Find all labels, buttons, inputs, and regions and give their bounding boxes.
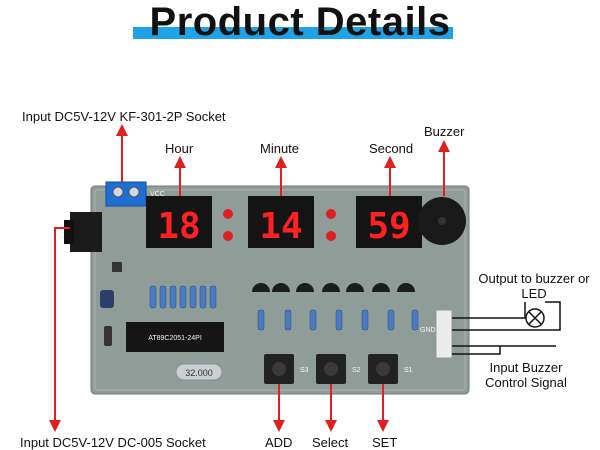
led3 bbox=[326, 209, 336, 219]
transistors bbox=[252, 283, 415, 292]
svg-text:AT89C2051-24PI: AT89C2051-24PI bbox=[148, 335, 202, 342]
kf301-terminal bbox=[105, 181, 147, 207]
label-hour: Hour bbox=[165, 141, 194, 156]
svg-text:GND: GND bbox=[420, 327, 436, 334]
output-connector bbox=[435, 309, 453, 359]
resistors bbox=[149, 285, 419, 331]
svg-text:14: 14 bbox=[259, 206, 302, 247]
label-dc005-socket: Input DC5V-12V DC-005 Socket bbox=[20, 435, 206, 450]
title-underline bbox=[133, 27, 453, 39]
output-wire bbox=[452, 302, 526, 319]
button-s3: S3 bbox=[264, 354, 309, 384]
microcontroller-chip: AT89C2051-24PI bbox=[126, 322, 224, 352]
svg-text:18: 18 bbox=[157, 206, 200, 247]
led4 bbox=[326, 231, 336, 241]
buzzer-component bbox=[418, 197, 466, 245]
label-select: Select bbox=[312, 435, 349, 450]
svg-text:S1: S1 bbox=[404, 367, 413, 374]
label-second: Second bbox=[369, 141, 414, 156]
svg-text:S3: S3 bbox=[300, 367, 309, 374]
dc005-socket bbox=[70, 212, 102, 252]
crystal: 32.000 bbox=[175, 363, 223, 381]
label-buzzer: Buzzer bbox=[424, 124, 465, 139]
label-kf301-socket: Input DC5V-12V KF-301-2P Socket bbox=[22, 109, 226, 124]
hour-display: 18 bbox=[146, 196, 212, 248]
label-output: Output to buzzer or LED bbox=[478, 271, 590, 301]
label-minute: Minute bbox=[260, 141, 300, 156]
page-title: Product Details bbox=[149, 0, 451, 44]
minute-display: 14 bbox=[248, 196, 314, 248]
svg-text:VCC: VCC bbox=[150, 191, 165, 198]
led2 bbox=[223, 231, 233, 241]
label-input-buzzer: Input Buzzer Control Signal bbox=[485, 360, 567, 390]
led1 bbox=[223, 209, 233, 219]
label-set: SET bbox=[372, 435, 398, 450]
capacitor bbox=[100, 290, 114, 308]
lamp-icon bbox=[525, 308, 545, 328]
svg-text:S2: S2 bbox=[352, 367, 361, 374]
svg-text:32.000: 32.000 bbox=[185, 368, 213, 378]
svg-text:59: 59 bbox=[367, 206, 410, 247]
arrow-dc005 bbox=[49, 227, 70, 432]
button-s2: S2 bbox=[316, 354, 361, 384]
label-add: ADD bbox=[265, 435, 293, 450]
button-s1: S1 bbox=[368, 354, 413, 384]
second-display: 59 bbox=[356, 196, 422, 248]
